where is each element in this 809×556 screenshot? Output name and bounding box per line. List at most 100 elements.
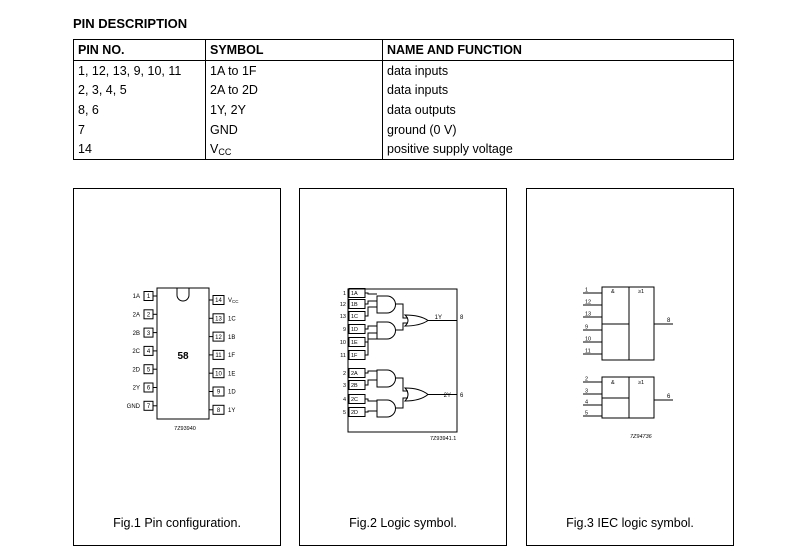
and-gate [376,399,396,418]
table-row: 1, 12, 13, 9, 10, 11 1A to 1F data input… [73,60,734,81]
pin-box [212,368,225,379]
figure-caption: Fig.3 IEC logic symbol. [566,516,694,530]
chip-body [156,287,210,420]
input-number: 10 [585,337,591,343]
input-number: 11 [585,349,591,355]
pin-name: 2D [132,367,140,373]
input-number: 2 [343,371,346,377]
input-name: 2A [351,371,358,377]
symbol-subscript: CC [218,146,232,157]
pin-cell: 7 [73,119,206,140]
pin-number: 14 [215,298,222,304]
pin-number: 12 [215,335,222,341]
table-row: 7 GND ground (0 V) [73,119,734,140]
pin-name: 1F [228,353,235,359]
pin-cell: 1, 12, 13, 9, 10, 11 [73,60,206,81]
input-number: 11 [340,353,346,359]
input-name: 1F [351,353,358,359]
pin-number: 11 [215,353,222,359]
column-header-name-function: NAME AND FUNCTION [382,39,734,61]
input-wire [365,325,371,330]
pin-name: 1E [228,371,235,377]
table-row: 14 VCC positive supply voltage [73,139,734,160]
input-number: 12 [340,302,346,308]
and-gate [376,369,396,388]
input-number: 9 [343,327,346,333]
function-cell: positive supply voltage [382,139,734,160]
column-header-pin-no: PIN NO. [73,39,206,61]
pin-name: 2Y [133,386,140,392]
or-gate [403,314,429,327]
input-number: 4 [585,400,588,406]
pin-cell: 8, 6 [73,100,206,120]
figure-code: 7Z93941.1 [430,436,456,442]
input-number: 3 [343,383,346,389]
figure-code: 7Z93940 [174,426,196,432]
pin-cell: 2, 3, 4, 5 [73,80,206,101]
input-name: 1A [351,291,358,297]
figure-code: 7Z94736 [630,434,653,440]
or-gate [403,387,429,402]
input-wire [365,338,371,356]
input-number: 1 [343,291,346,297]
pin-box [212,295,225,305]
or-box [628,376,655,419]
input-wire [365,398,371,402]
function-cell: ground (0 V) [382,119,734,140]
pin-name: 1A [133,294,140,300]
symbol-main: V [210,141,219,156]
or-symbol: ≥1 [638,380,644,386]
pin-name: 1C [228,317,236,323]
table-row: 8, 6 1Y, 2Y data outputs [73,100,734,120]
input-name: 2C [351,397,358,403]
table-header-row: PIN NO. SYMBOL NAME AND FUNCTION [73,39,734,61]
pin-number: 6 [147,386,151,392]
pin-number: 2 [147,313,151,319]
output-2y-num: 6 [460,393,464,399]
chip-label: 58 [177,351,189,362]
input-wire [365,410,371,413]
symbol-cell: 1Y, 2Y [205,100,383,120]
symbol-cell: VCC [205,139,383,160]
input-number: 10 [340,340,346,346]
input-number: 13 [340,314,346,320]
output-number: 8 [667,318,671,324]
column-header-symbol: SYMBOL [205,39,383,61]
pin-number: 8 [217,408,221,414]
symbol-cell: GND [205,119,383,140]
pin-number: 5 [147,367,151,373]
input-wire [365,332,371,343]
function-cell: data inputs [382,60,734,81]
and-box [601,286,630,325]
output-1y-num: 8 [460,315,464,321]
input-wire [365,300,371,305]
and-gate [376,295,396,314]
input-number: 3 [585,389,588,395]
pin-number: 4 [147,349,151,355]
pin-name: 1B [228,335,235,341]
pin-name: GND [127,404,141,410]
pin-name: 1Y [228,408,235,414]
and-gate [376,321,396,340]
symbol-cell: 1A to 1F [205,60,383,81]
output-1y-name: 1Y [435,315,442,321]
or-box [628,286,655,361]
pin-name: VCC [228,298,239,304]
pin-box [212,386,225,397]
input-number: 12 [585,300,591,306]
pin-number: 7 [147,404,151,410]
pin-cell: 14 [73,139,206,160]
input-wire [365,370,371,374]
symbol-cell: 2A to 2D [205,80,383,101]
and-box [601,376,630,399]
input-name: 1B [351,302,358,308]
figure-caption: Fig.2 Logic symbol. [349,516,457,530]
section-heading: PIN DESCRIPTION [73,16,188,31]
chip-notch [176,288,190,302]
output-2y-name: 2Y [444,393,451,399]
input-wire [365,306,371,317]
